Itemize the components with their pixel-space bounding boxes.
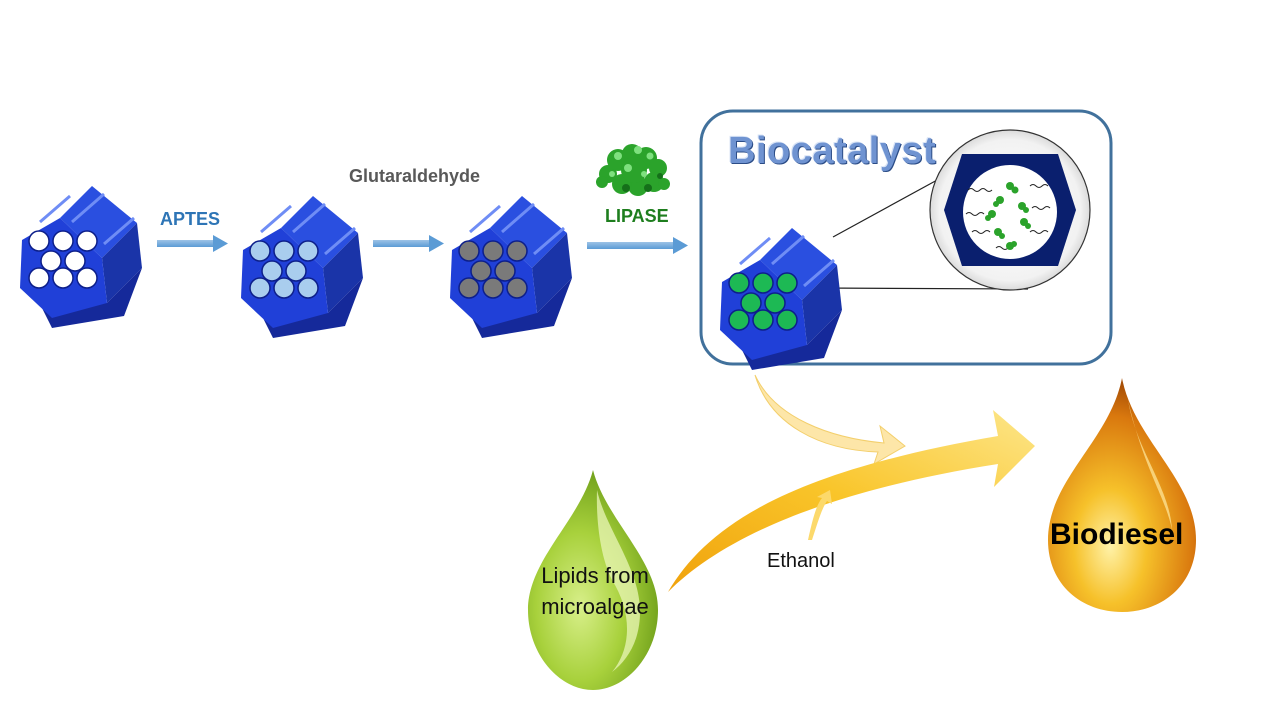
aptes-label: APTES bbox=[160, 209, 221, 229]
support-empty-icon bbox=[18, 184, 144, 330]
ethanol-label: Ethanol bbox=[767, 550, 835, 572]
arrow-aptes-icon bbox=[157, 235, 228, 252]
support-aptes-icon bbox=[239, 194, 365, 340]
ethanol-arrow-icon bbox=[808, 490, 832, 540]
biocatalyst-title: Biocatalyst bbox=[728, 130, 937, 172]
arrow-glutaraldehyde-icon bbox=[373, 235, 444, 252]
reaction-arrow-icon bbox=[668, 410, 1035, 592]
arrow-lipase-icon bbox=[587, 237, 688, 254]
lipids-label: Lipids from microalgae bbox=[541, 563, 649, 619]
lipid-drop-icon bbox=[528, 470, 658, 690]
lipase-protein-icon bbox=[596, 144, 670, 196]
pore-zoom-icon bbox=[929, 129, 1091, 291]
support-glutaraldehyde-icon bbox=[448, 194, 574, 340]
biodiesel-drop-icon bbox=[1048, 378, 1196, 612]
support-lipase-icon bbox=[718, 226, 844, 372]
lipase-label: LIPASE bbox=[605, 206, 669, 226]
biodiesel-label: Biodiesel bbox=[1050, 518, 1184, 551]
glutaraldehyde-label: Glutaraldehyde bbox=[349, 166, 481, 186]
biocatalyst-feed-arrow-icon bbox=[754, 374, 906, 466]
